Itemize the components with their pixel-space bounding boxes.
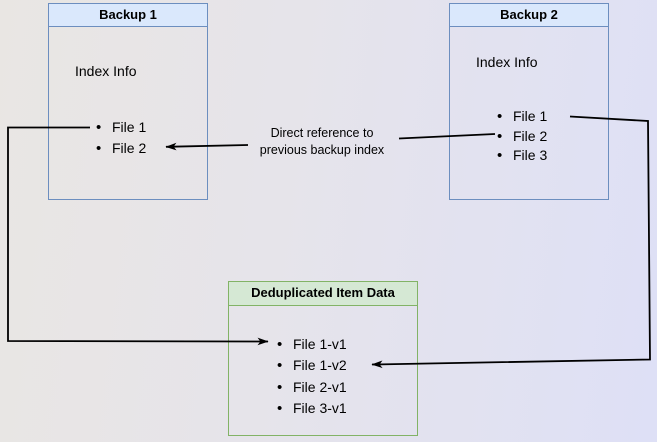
backup2-node: Backup 2 [449, 3, 609, 200]
list-item: File 1 [497, 107, 547, 127]
backup1-node: Backup 1 [48, 3, 208, 200]
dedup-header: Deduplicated Item Data [229, 282, 417, 306]
direct-reference-edge-label: Direct reference to previous backup inde… [237, 125, 407, 158]
edge-label-line1: Direct reference to [270, 126, 374, 140]
list-item: File 1 [96, 117, 146, 138]
list-item: File 1-v2 [277, 355, 347, 376]
dedup-file-list: File 1-v1 File 1-v2 File 2-v1 File 3-v1 [277, 334, 347, 419]
backup2-header: Backup 2 [450, 4, 608, 27]
list-item: File 2 [497, 127, 547, 147]
backup2-file-list: File 1 File 2 File 3 [497, 107, 547, 166]
backup1-file-list: File 1 File 2 [96, 117, 146, 159]
list-item: File 2 [96, 138, 146, 159]
backup1-index-info-label: Index Info [75, 63, 137, 79]
backup1-header: Backup 1 [49, 4, 207, 27]
edge-label-line2: previous backup index [259, 142, 385, 157]
backup2-index-info-label: Index Info [476, 54, 538, 70]
list-item: File 3 [497, 146, 547, 166]
list-item: File 2-v1 [277, 377, 347, 398]
list-item: File 3-v1 [277, 398, 347, 419]
list-item: File 1-v1 [277, 334, 347, 355]
